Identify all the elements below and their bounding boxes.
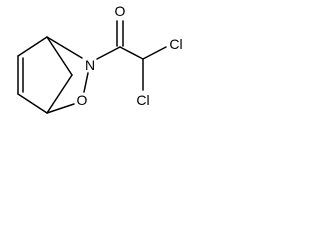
dichloroacetyl-group xyxy=(96,20,167,91)
bond-c4-c5 xyxy=(17,36,48,57)
bicyclic-ring xyxy=(17,36,89,114)
bond-n-carbonyl-c xyxy=(96,46,121,60)
bond-carbonyl-c-chcl2 xyxy=(119,46,144,60)
bond-c4-c7 xyxy=(46,36,73,76)
atom-label-chlorine-1: Cl xyxy=(169,36,182,52)
bond-c-cl1 xyxy=(142,46,167,60)
bond-o-c1 xyxy=(46,103,75,114)
chemical-structure-diagram: N O O Cl Cl xyxy=(17,3,183,114)
atom-label-nitrogen: N xyxy=(85,57,95,73)
bond-c1-c6 xyxy=(17,93,48,114)
bond-n-o xyxy=(83,72,89,93)
atom-label-oxygen-ring: O xyxy=(77,92,88,108)
atom-label-chlorine-2: Cl xyxy=(136,92,149,108)
atom-labels: N O O Cl Cl xyxy=(77,3,183,108)
bond-c4-n xyxy=(46,36,83,59)
bond-c1-c7 xyxy=(46,74,73,114)
atom-label-oxygen-carbonyl: O xyxy=(115,3,126,19)
